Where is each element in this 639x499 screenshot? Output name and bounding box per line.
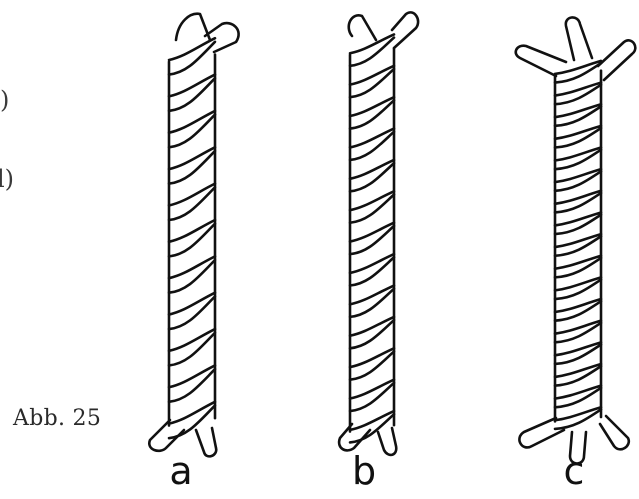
rope-c-strand-segment	[555, 386, 601, 408]
rope-b-strand-segment	[350, 286, 394, 317]
rope-b-strand-segment	[350, 317, 394, 348]
rope-c-strand-segment	[555, 83, 601, 105]
rope-a-strand-segment	[169, 38, 215, 74]
rope-b-strand-segment	[350, 97, 394, 128]
rope-c-strand-end	[516, 46, 566, 76]
rope-b-strand-segment	[350, 66, 394, 97]
rope-c-strand-segment	[555, 364, 601, 386]
rope-a-strand-segment	[169, 75, 215, 111]
rope-c-strand-segment	[555, 61, 601, 83]
rope-a-strand-segment	[169, 111, 215, 147]
rope-c-strand-end	[598, 40, 635, 80]
rope-c-strand-end	[566, 17, 592, 60]
rope-c-strand-end	[600, 416, 629, 449]
rope-a-strand-segment	[169, 365, 215, 401]
rope-c-strand-segment	[555, 126, 601, 148]
rope-c-strand-segment	[555, 277, 601, 299]
rope-c-strand-segment	[555, 299, 601, 321]
rope-c	[516, 17, 636, 463]
rope-a-strand-segment	[169, 329, 215, 365]
rope-b-strand-segment	[350, 223, 394, 254]
rope-c-strand-segment	[555, 191, 601, 213]
rope-b-strand-segment	[350, 191, 394, 222]
rope-b-strand-end	[392, 12, 418, 48]
rope-b-strand-segment	[350, 254, 394, 285]
rope-c-strand-segment	[555, 212, 601, 234]
rope-b-strand-segment	[350, 380, 394, 411]
rope-a-label: a	[169, 449, 192, 493]
rope-c-strand-segment	[555, 321, 601, 343]
rope-b-strand-end	[378, 428, 396, 455]
rope-b	[339, 12, 418, 455]
rope-a	[149, 14, 238, 457]
rope-a-strand-segment	[169, 220, 215, 256]
rope-c-strand-segment	[555, 104, 601, 126]
rope-c-strand-segment	[555, 342, 601, 364]
rope-a-strand-segment	[169, 402, 215, 438]
rope-c-label: c	[564, 449, 585, 493]
rope-c-strand-segment	[555, 256, 601, 278]
rope-a-strand-end	[196, 428, 216, 456]
rope-b-label: b	[352, 449, 376, 493]
rope-a-strand-segment	[169, 256, 215, 292]
rope-a-strand-end	[149, 420, 184, 451]
rope-a-strand-segment	[169, 293, 215, 329]
rope-b-strand-segment	[350, 411, 394, 442]
rope-b-strand-segment	[350, 348, 394, 379]
rope-b-strand-segment	[350, 129, 394, 160]
rope-b-strand-end	[349, 15, 376, 40]
rope-a-strand-segment	[169, 147, 215, 183]
rope-c-strand-segment	[555, 148, 601, 170]
rope-a-strand-segment	[169, 184, 215, 220]
rope-c-strand-end	[519, 418, 564, 447]
rope-b-strand-segment	[350, 160, 394, 191]
rope-c-strand-segment	[555, 234, 601, 256]
rope-b-strand-segment	[350, 34, 394, 65]
rope-c-strand-segment	[555, 169, 601, 191]
rope-c-strand-segment	[555, 407, 601, 429]
